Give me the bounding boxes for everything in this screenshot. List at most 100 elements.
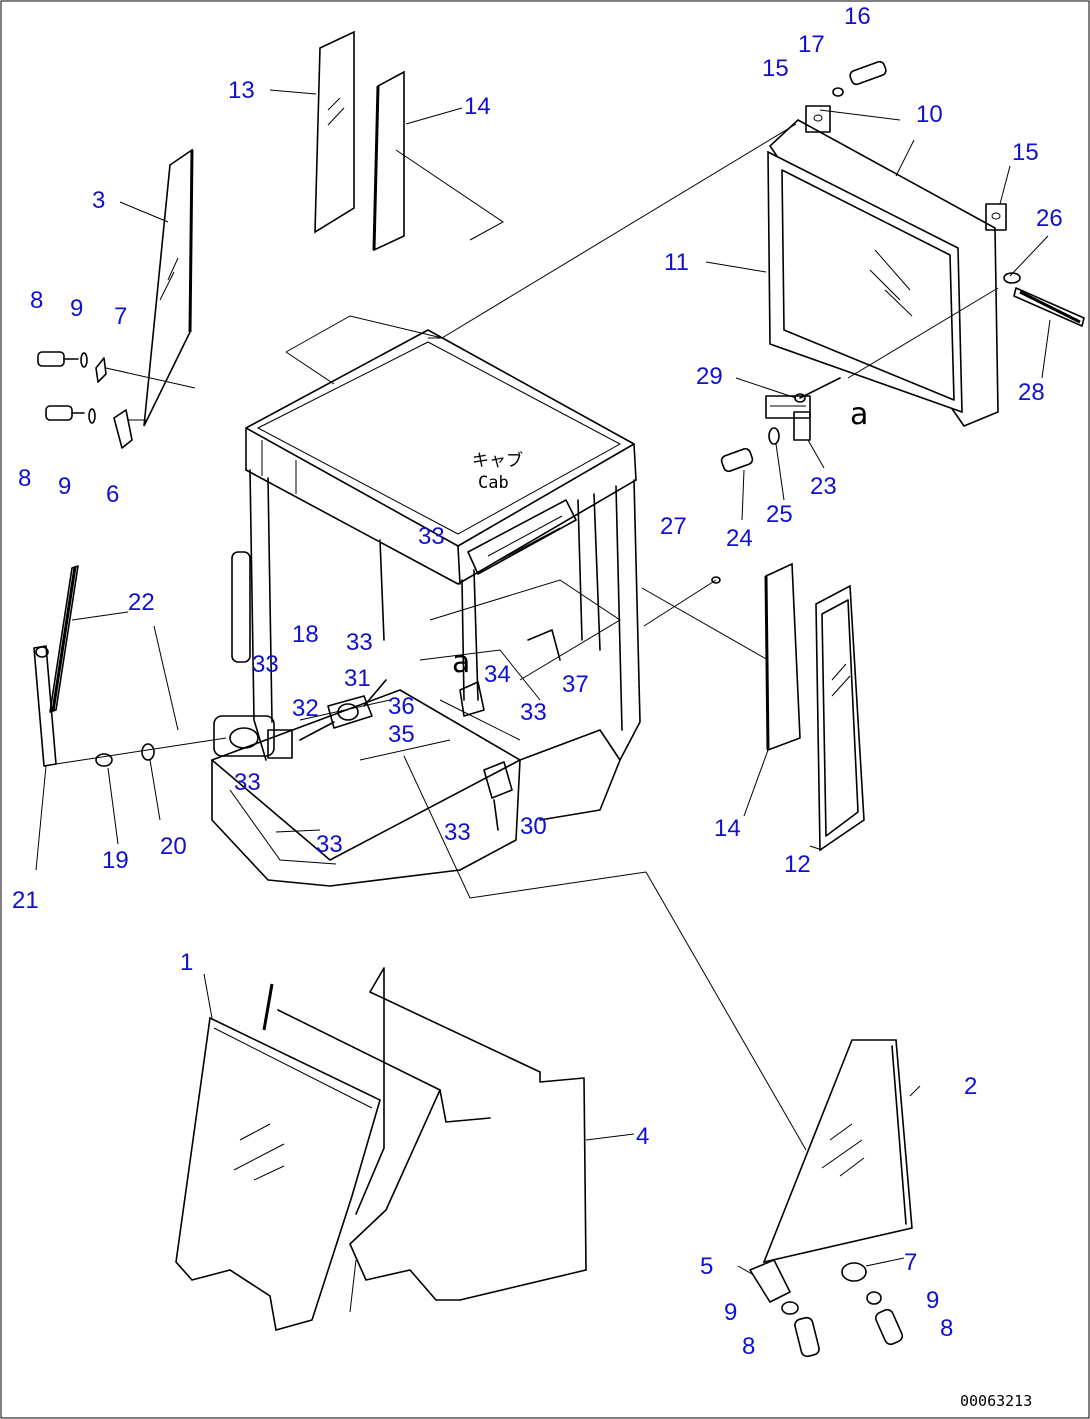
callout-24: 24 (726, 525, 753, 552)
leader-roof-to-10 (441, 123, 797, 339)
part-27-pin (711, 576, 721, 584)
part-23-wiper-motor-bracket (765, 395, 811, 441)
callout-25: 25 (766, 501, 793, 528)
leader-doors (403, 755, 807, 1151)
callout-14-top: 14 (464, 93, 491, 120)
callout-numbers: 13 14 3 8 9 7 8 9 6 16 17 15 10 15 26 11… (12, 3, 1063, 1360)
part-12-glass (815, 584, 865, 852)
leader-roof-to-14 (285, 315, 443, 353)
part-22-wiper-blade (49, 565, 79, 713)
part-11-glass (767, 150, 963, 414)
part-8-bolt-bottom-left (794, 1316, 820, 1358)
callout-1: 1 (180, 949, 193, 976)
part-15-hinge-upper (805, 105, 831, 133)
callout-5: 5 (700, 1253, 713, 1280)
part-9-washer-bottom-left (781, 1301, 799, 1315)
part-9-washer-bottom-right (866, 1291, 882, 1305)
part-13-glass (314, 30, 355, 234)
callout-21: 21 (12, 887, 39, 914)
part-26-wiper-stud (1003, 272, 1021, 284)
view-reference-a-wiper: a (850, 397, 868, 432)
part-8-bolt-bottom-right (874, 1308, 904, 1346)
part-17-washer (832, 87, 844, 97)
callout-32: 32 (292, 695, 319, 722)
part-1-door-glass (175, 1016, 381, 1332)
part-28-wiper-blade (1013, 287, 1085, 327)
callout-23: 23 (810, 473, 837, 500)
callout-22: 22 (128, 589, 155, 616)
callout-8-bottom-left: 8 (742, 1333, 755, 1360)
callout-33-bottom: 33 (444, 819, 471, 846)
callout-20: 20 (160, 833, 187, 860)
part-9-washer-lower-left (88, 408, 96, 424)
callout-33-floor: 33 (316, 831, 343, 858)
part-6-bracket-left (113, 409, 133, 449)
callout-8-upper: 8 (30, 287, 43, 314)
callout-36: 36 (388, 693, 415, 720)
callout-leaders (35, 89, 1051, 1275)
part-3-glass (143, 148, 194, 427)
leader-4-lower (349, 1259, 357, 1313)
callout-33-mid: 33 (346, 629, 373, 656)
callout-12: 12 (784, 851, 811, 878)
callout-34: 34 (484, 661, 511, 688)
callout-2: 2 (964, 1073, 977, 1100)
callout-9-upper: 9 (70, 295, 83, 322)
callout-26: 26 (1036, 205, 1063, 232)
cab-body (211, 329, 641, 887)
leader-27-line (641, 587, 769, 661)
callout-7-bottom: 7 (904, 1249, 917, 1276)
part-14-glass-lower (764, 562, 801, 752)
callout-17: 17 (798, 31, 825, 58)
callout-18: 18 (292, 621, 319, 648)
cab-label-en: Cab (478, 473, 509, 493)
callout-3: 3 (92, 187, 105, 214)
callout-15-right: 15 (1012, 139, 1039, 166)
leader-wiper-shaft (55, 737, 227, 765)
callout-9-bottom-left: 9 (724, 1299, 737, 1326)
callout-4: 4 (636, 1123, 649, 1150)
callout-33-right: 33 (520, 699, 547, 726)
callout-9-lower: 9 (58, 473, 71, 500)
callout-16: 16 (844, 3, 871, 30)
callout-9-bottom-right: 9 (926, 1287, 939, 1314)
callout-11: 11 (664, 249, 689, 276)
part-8-bolt-lower-left (45, 405, 85, 421)
callout-14-lower: 14 (714, 815, 741, 842)
part-5-bracket (749, 1259, 791, 1303)
callout-8-lower: 8 (18, 465, 31, 492)
part-19-nut (95, 753, 113, 767)
callout-7-upper: 7 (114, 303, 127, 330)
part-8-bolt-upper-left (37, 351, 79, 367)
part-4-door-seal (262, 967, 587, 1301)
part-25-washer (768, 427, 780, 445)
part-24-bolt (720, 447, 754, 473)
callout-8-bottom-right: 8 (940, 1315, 953, 1342)
callout-27: 27 (660, 513, 687, 540)
view-reference-a-cab: a (452, 645, 470, 680)
callout-19: 19 (102, 847, 129, 874)
leader-22-to-cab (153, 625, 179, 731)
callout-15-upper: 15 (762, 55, 789, 82)
part-20-washer (141, 743, 155, 761)
leader-28-wiper-line (847, 287, 999, 379)
callout-33-left: 33 (252, 651, 279, 678)
callout-30: 30 (520, 813, 547, 840)
part-2-glass (762, 1039, 913, 1264)
callout-33-lower-left: 33 (234, 769, 261, 796)
callout-28: 28 (1018, 379, 1045, 406)
part-15-hinge-right (985, 203, 1007, 231)
arrow-a-upper (799, 377, 841, 399)
part-7-bracket-bottom (841, 1262, 867, 1282)
callout-29: 29 (696, 363, 723, 390)
leader-14-upper (395, 149, 504, 241)
callout-6: 6 (106, 481, 119, 508)
leader-7-line (105, 367, 196, 389)
part-9-washer-upper-left (80, 352, 88, 368)
callout-31: 31 (344, 665, 371, 692)
cab-label-jp: キャブ (472, 450, 523, 471)
drawing-number: 00063213 (960, 1392, 1032, 1410)
callout-10: 10 (916, 101, 943, 128)
